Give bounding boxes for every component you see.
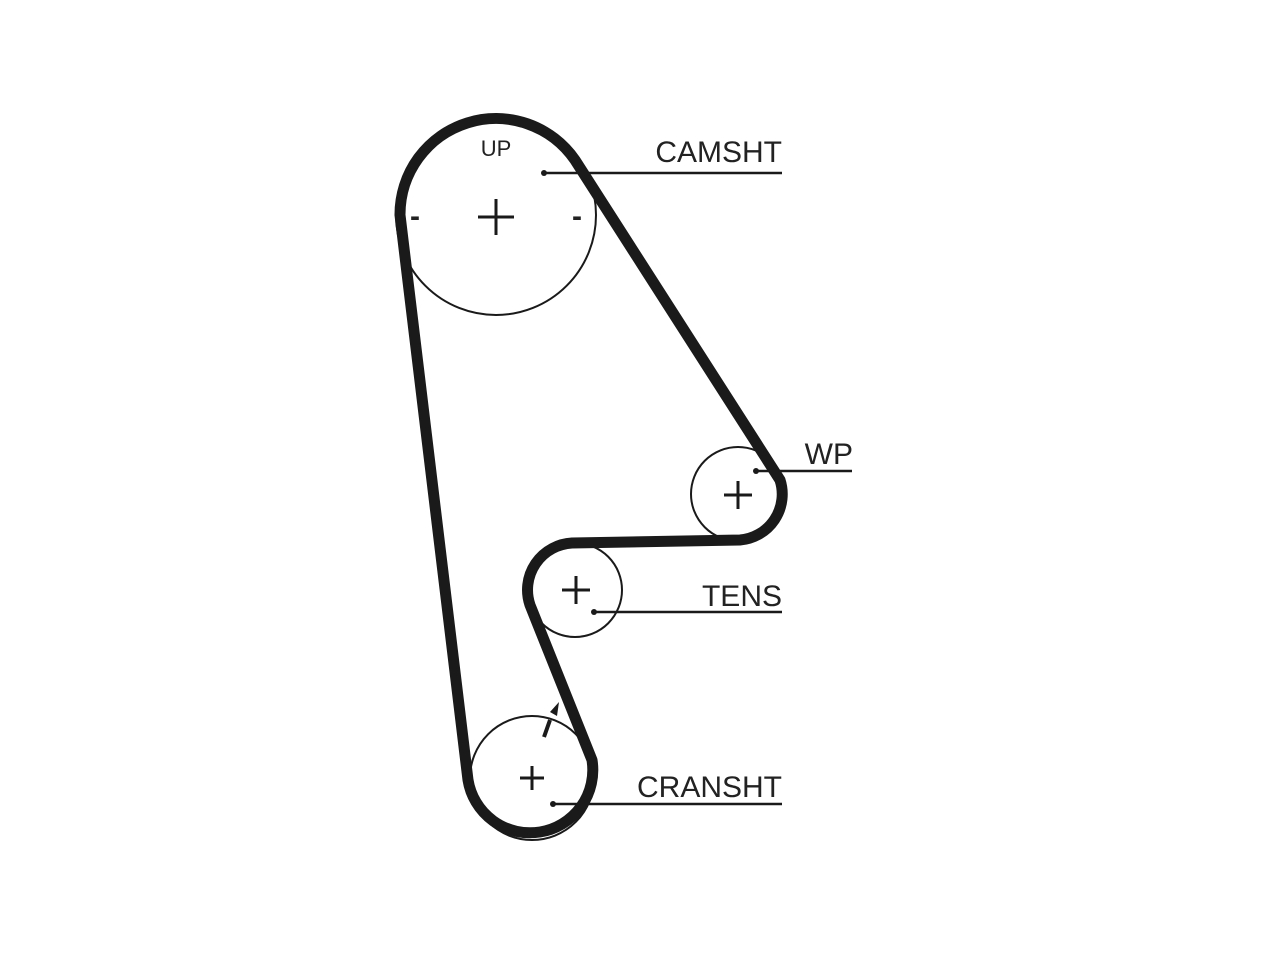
timing-belt [394,113,788,839]
water-pump-label: WP [805,438,853,471]
crankshaft-leader [550,801,782,807]
water-pump-center-cross [724,481,752,509]
camshaft-leader [541,170,782,176]
camshaft-right-minus-mark: - [572,200,582,233]
water-pump-leader [753,468,852,474]
tensioner-leader [591,609,782,615]
tensioner-center-cross [562,576,590,604]
tensioner-label: TENS [702,580,782,613]
crankshaft-label: CRANSHT [637,771,782,804]
crankshaft-timing-mark [542,702,559,738]
camshaft-left-minus-mark: - [410,200,420,233]
camshaft-label: CAMSHT [655,136,782,169]
crankshaft-center-cross [520,766,544,790]
camshaft-up-mark: UP [481,136,512,161]
camshaft-center-cross [478,199,514,235]
